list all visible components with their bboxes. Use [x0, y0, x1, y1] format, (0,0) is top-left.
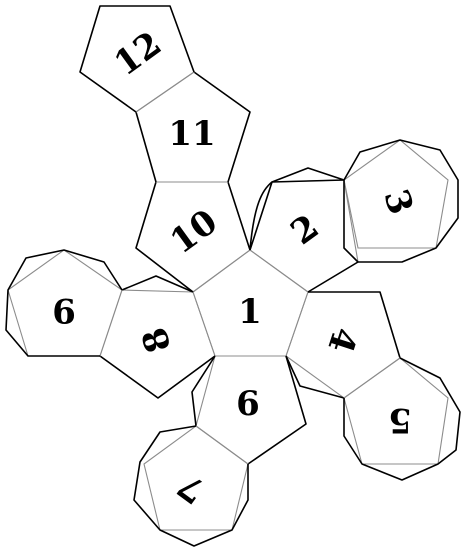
- face-label-4: 4: [319, 323, 364, 358]
- face-5: 5: [343, 357, 461, 481]
- face-4: 4: [285, 291, 401, 399]
- face-6: 6: [191, 355, 307, 465]
- face-label-8: 8: [134, 323, 179, 358]
- face-label-10: 10: [163, 202, 225, 262]
- face-label-5: 5: [388, 400, 412, 440]
- face-label-2: 2: [284, 207, 327, 253]
- face-7: 7: [133, 425, 249, 547]
- face-label-9: 9: [52, 290, 76, 330]
- face-8: 8: [99, 275, 216, 399]
- face-label-12: 12: [107, 24, 169, 84]
- face-label-11: 11: [168, 114, 215, 154]
- face-1: 1: [192, 249, 309, 357]
- face-12: 12: [79, 5, 195, 113]
- face-9: 9: [5, 249, 123, 357]
- face-label-1: 1: [238, 292, 262, 332]
- face-2: 2: [249, 167, 359, 293]
- face-11: 11: [135, 71, 251, 183]
- face-3: 3: [343, 139, 459, 263]
- face-label-6: 6: [236, 384, 260, 424]
- face-label-3: 3: [375, 185, 420, 220]
- face-label-7: 7: [171, 465, 214, 511]
- face-10: 10: [135, 181, 251, 293]
